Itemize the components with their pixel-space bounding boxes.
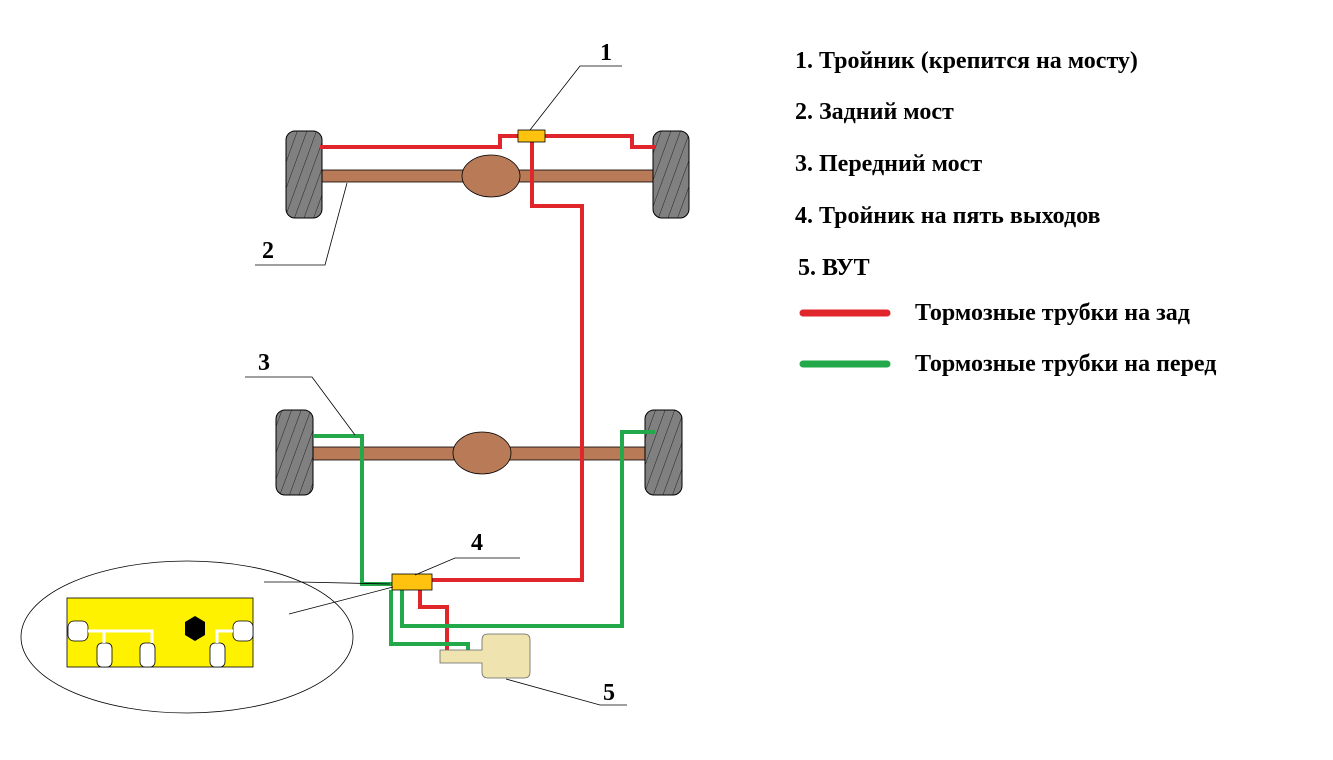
legend-item: 4. Тройник на пять выходов xyxy=(795,203,1101,229)
legend-item: 2. Задний мост xyxy=(795,99,954,125)
callout-4: 4 xyxy=(471,530,483,556)
callout-5: 5 xyxy=(603,680,615,706)
rear-brake-lines xyxy=(320,134,655,650)
callout-2: 2 xyxy=(262,238,274,264)
callout-3: 3 xyxy=(258,350,270,376)
vut xyxy=(439,633,531,679)
rear-right-wheel xyxy=(652,130,690,219)
legend: 1. Тройник (крепится на мосту) 2. Задний… xyxy=(795,48,1216,377)
legend-line-label: Тормозные трубки на зад xyxy=(915,300,1190,326)
tee-rear xyxy=(517,129,546,143)
legend-line-label: Тормозные трубки на перед xyxy=(915,351,1216,377)
rear-left-wheel xyxy=(285,130,323,219)
tee-five-way xyxy=(391,573,433,591)
tee-detail-callout xyxy=(20,560,394,714)
hex-nut-icon xyxy=(185,616,205,641)
legend-item: 3. Передний мост xyxy=(795,151,982,177)
front-right-wheel xyxy=(644,409,683,496)
legend-item: 1. Тройник (крепится на мосту) xyxy=(795,48,1138,74)
callout-1: 1 xyxy=(600,40,612,66)
legend-item: 5. ВУТ xyxy=(798,255,870,281)
front-left-wheel xyxy=(275,409,314,496)
rear-axle xyxy=(285,130,690,219)
